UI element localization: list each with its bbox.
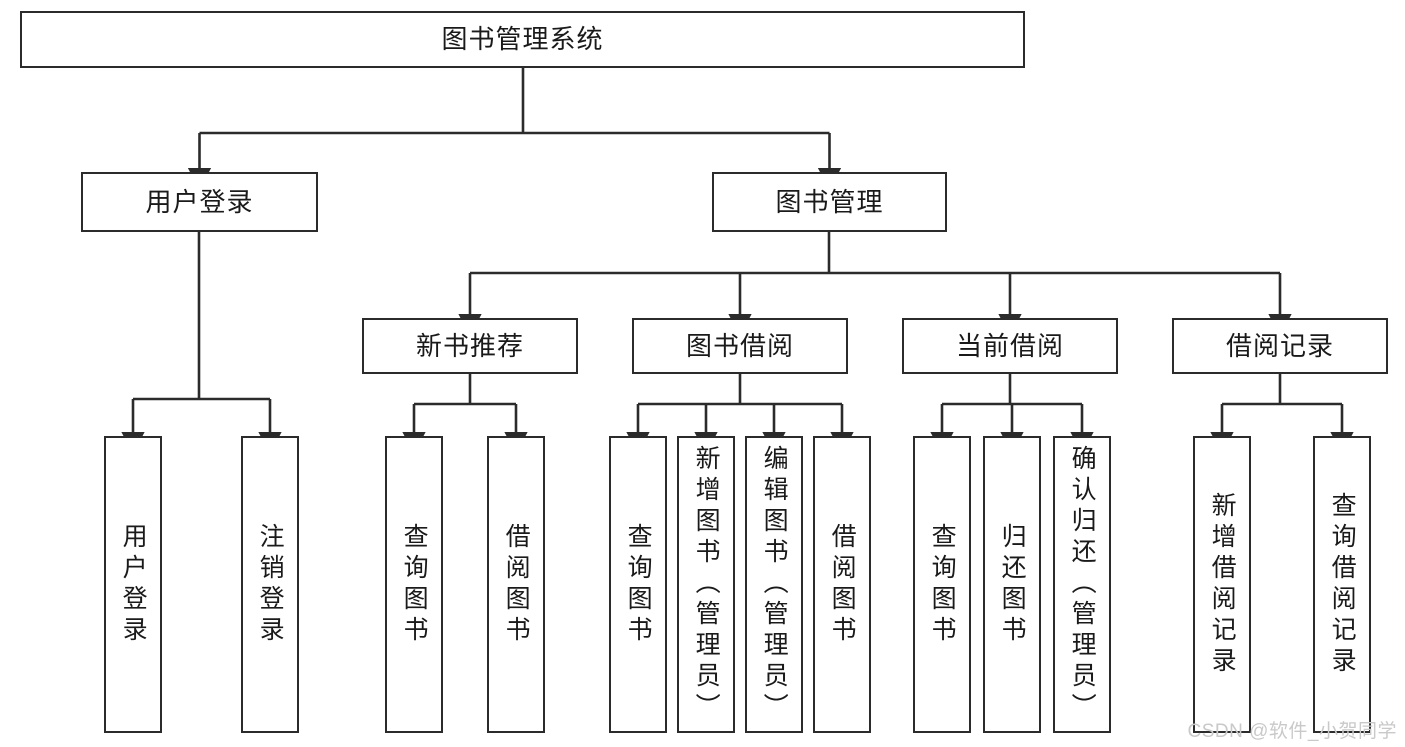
- node-label: 图书管理系统: [441, 24, 604, 55]
- node-leaf-query-book-3[interactable]: 查询图书: [913, 436, 971, 733]
- node-borrow-record[interactable]: 借阅记录: [1172, 318, 1388, 374]
- node-leaf-edit-book-admin[interactable]: 编辑图书（管理员）: [745, 436, 803, 733]
- node-new-book-recommend[interactable]: 新书推荐: [362, 318, 578, 374]
- node-label: 确认归还（管理员）: [1068, 445, 1097, 724]
- node-leaf-add-borrow-record[interactable]: 新增借阅记录: [1193, 436, 1251, 733]
- node-label: 借阅记录: [1225, 330, 1334, 361]
- node-current-borrow[interactable]: 当前借阅: [902, 318, 1118, 374]
- node-label: 借阅图书: [828, 522, 857, 647]
- node-label: 用户登录: [119, 522, 148, 647]
- node-leaf-borrow-book-1[interactable]: 借阅图书: [487, 436, 545, 733]
- node-label: 图书借阅: [685, 330, 794, 361]
- node-label: 新书推荐: [415, 330, 524, 361]
- node-leaf-query-book-2[interactable]: 查询图书: [609, 436, 667, 733]
- node-label: 查询借阅记录: [1328, 491, 1357, 678]
- node-leaf-confirm-return-admin[interactable]: 确认归还（管理员）: [1053, 436, 1111, 733]
- node-label: 图书管理: [775, 186, 884, 217]
- node-label: 查询图书: [928, 522, 957, 647]
- node-label: 注销登录: [256, 522, 285, 647]
- node-leaf-return-book[interactable]: 归还图书: [983, 436, 1041, 733]
- node-label: 借阅图书: [502, 522, 531, 647]
- node-root[interactable]: 图书管理系统: [20, 11, 1025, 68]
- node-leaf-user-login[interactable]: 用户登录: [104, 436, 162, 733]
- csdn-watermark: CSDN @软件_小贺同学: [1187, 721, 1397, 742]
- node-leaf-add-book-admin[interactable]: 新增图书（管理员）: [677, 436, 735, 733]
- node-label: 归还图书: [998, 522, 1027, 647]
- node-label: 新增借阅记录: [1208, 491, 1237, 678]
- node-label: 新增图书（管理员）: [692, 445, 721, 724]
- node-label: 编辑图书（管理员）: [760, 445, 789, 724]
- node-leaf-query-book-1[interactable]: 查询图书: [385, 436, 443, 733]
- node-user-login[interactable]: 用户登录: [81, 172, 318, 232]
- node-leaf-borrow-book-2[interactable]: 借阅图书: [813, 436, 871, 733]
- node-leaf-query-borrow-record[interactable]: 查询借阅记录: [1313, 436, 1371, 733]
- node-label: 用户登录: [145, 186, 254, 217]
- node-book-management[interactable]: 图书管理: [712, 172, 947, 232]
- node-label: 查询图书: [400, 522, 429, 647]
- node-leaf-user-logout[interactable]: 注销登录: [241, 436, 299, 733]
- node-label: 查询图书: [624, 522, 653, 647]
- node-label: 当前借阅: [955, 330, 1064, 361]
- node-book-borrow[interactable]: 图书借阅: [632, 318, 848, 374]
